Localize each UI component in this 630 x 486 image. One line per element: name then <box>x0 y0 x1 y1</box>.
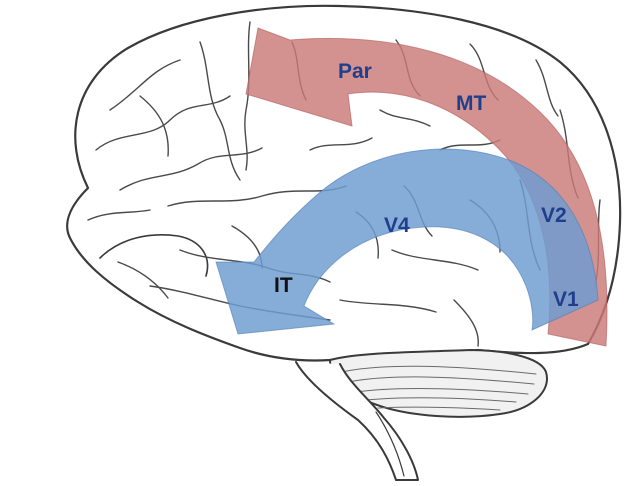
label-mt: MT <box>456 92 486 115</box>
cerebellum-folia <box>341 365 537 411</box>
label-it: IT <box>274 274 293 297</box>
label-v1: V1 <box>553 288 579 311</box>
brainstem-outline <box>295 361 419 481</box>
dorsal-stream-arrow <box>245 27 608 347</box>
label-v2: V2 <box>541 204 567 227</box>
brainstem-detail <box>375 411 405 477</box>
label-par: Par <box>338 60 372 83</box>
ventral-stream-arrow <box>215 148 599 335</box>
label-v4: V4 <box>384 214 410 237</box>
